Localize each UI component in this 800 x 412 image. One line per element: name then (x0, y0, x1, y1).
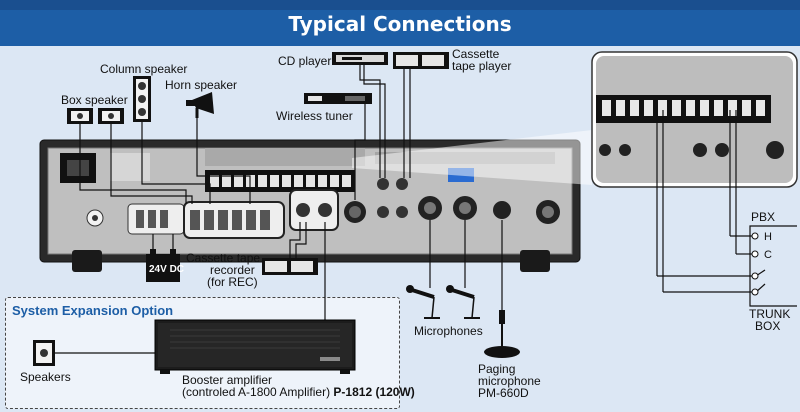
zoom-inset (352, 51, 798, 188)
box-speaker-1 (67, 108, 93, 124)
system-expansion-title: System Expansion Option (12, 303, 174, 318)
booster-desc: (controled A-1800 Amplifier) (182, 385, 331, 399)
title-band (0, 0, 800, 10)
expansion-speaker (33, 340, 55, 366)
microphone-2 (446, 220, 480, 319)
pbx-label: PBX (751, 210, 776, 224)
column-speaker (133, 76, 151, 122)
cd-player-label: CD player (278, 54, 332, 68)
paging-microphone (484, 220, 520, 358)
box-speaker-2 (98, 108, 124, 124)
paging-mic-label-3: PM-660D (478, 386, 529, 400)
page-title: Typical Connections (288, 12, 512, 36)
booster-label-1: Booster amplifier (182, 373, 273, 387)
wireless-tuner-label: Wireless tuner (276, 109, 353, 123)
power-supply-24v (146, 234, 180, 282)
cassette-player-label-1: Cassette (452, 47, 500, 61)
cassette-recorder-label-3: (for REC) (207, 275, 258, 289)
pbx-h-label: H (764, 231, 772, 243)
expansion-speakers-label: Speakers (20, 370, 71, 384)
power-supply-label: 24V DC (149, 264, 185, 275)
horn-speaker-label: Horn speaker (165, 78, 238, 92)
trunk-wiring (656, 110, 797, 307)
trunk-box-label-2: BOX (755, 319, 781, 333)
pbx-c-label: C (764, 249, 772, 261)
booster-amplifier (154, 319, 356, 374)
horn-speaker (186, 92, 214, 118)
booster-model: P-1812 (120W) (333, 385, 415, 399)
cassette-recorder-label-2: recorder (210, 263, 255, 277)
cassette-player-label-2: tape player (452, 59, 512, 73)
paging-mic-label-1: Paging (478, 362, 516, 376)
wireless-tuner (304, 93, 372, 104)
paging-mic-label-2: microphone (478, 374, 541, 388)
microphones-label: Microphones (414, 324, 483, 338)
cassette-player (393, 52, 449, 69)
box-speaker-label: Box speaker (61, 93, 128, 107)
cassette-recorder-label-1: Cassette tape (186, 251, 261, 265)
column-speaker-label: Column speaker (100, 62, 188, 76)
cassette-recorder (262, 258, 318, 275)
trunk-box-label-1: TRUNK (749, 307, 791, 321)
microphone-1 (406, 220, 440, 319)
cd-player (332, 52, 388, 65)
booster-label-2: (controled A-1800 Amplifier) P-1812 (120… (182, 386, 415, 399)
title-bar: Typical Connections (0, 0, 800, 46)
